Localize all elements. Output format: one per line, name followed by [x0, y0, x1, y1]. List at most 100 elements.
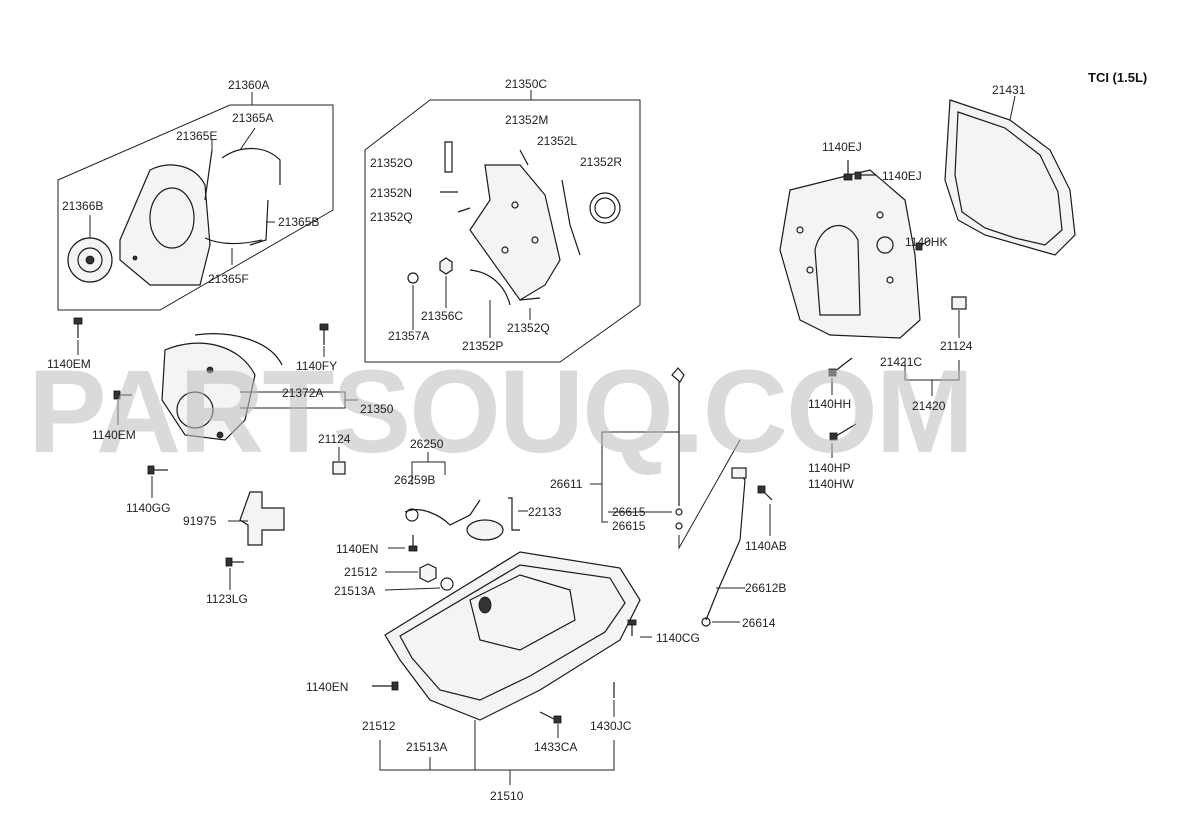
- label-21360A[interactable]: 21360A: [228, 78, 269, 92]
- label-1140EM-a[interactable]: 1140EM: [47, 357, 91, 371]
- label-1140EM-b[interactable]: 1140EM: [92, 428, 136, 442]
- label-1140CG[interactable]: 1140CG: [656, 631, 700, 645]
- label-21356C[interactable]: 21356C: [421, 309, 463, 323]
- label-21352R[interactable]: 21352R: [580, 155, 622, 169]
- label-22133[interactable]: 22133: [528, 505, 562, 519]
- dowel-21124-b[interactable]: [332, 461, 346, 475]
- label-26614[interactable]: 26614: [742, 616, 776, 630]
- gasket-26259B[interactable]: [405, 508, 419, 522]
- label-21352M[interactable]: 21352M: [505, 113, 548, 127]
- label-91975[interactable]: 91975: [183, 514, 217, 528]
- cover-21360A[interactable]: [119, 164, 211, 286]
- pin-21352Q[interactable]: [457, 207, 471, 213]
- label-26612B[interactable]: 26612B: [745, 581, 786, 595]
- label-1140EJ-b[interactable]: 1140EJ: [882, 169, 922, 183]
- washer-21357A[interactable]: [407, 272, 419, 284]
- label-21357A[interactable]: 21357A: [388, 329, 429, 343]
- bolt-1140HP[interactable]: [829, 423, 857, 441]
- label-21124-a[interactable]: 21124: [940, 339, 973, 353]
- label-21420[interactable]: 21420: [912, 399, 946, 413]
- label-21352O[interactable]: 21352O: [370, 156, 413, 170]
- bolt-1140EJ-a[interactable]: [843, 160, 853, 181]
- label-1140HW[interactable]: 1140HW: [808, 477, 854, 491]
- label-21366B[interactable]: 21366B: [62, 199, 103, 213]
- o-ring-26615-b[interactable]: [675, 522, 683, 530]
- bolt-1140HH[interactable]: [828, 357, 853, 377]
- oil-pan-21510[interactable]: [384, 551, 641, 721]
- pin-21352Q-lower[interactable]: [519, 297, 541, 301]
- label-26611[interactable]: 26611: [550, 477, 583, 491]
- label-21512-a[interactable]: 21512: [344, 565, 378, 579]
- gasket-21365F[interactable]: [204, 237, 263, 245]
- dipstick-handle[interactable]: [671, 367, 685, 383]
- dowel-21124[interactable]: [951, 296, 967, 310]
- bolt-1123LG[interactable]: [225, 557, 244, 567]
- label-1140EJ-a[interactable]: 1140EJ: [822, 140, 862, 154]
- label-21365B[interactable]: 21365B: [278, 215, 319, 229]
- o-ring-26614[interactable]: [701, 617, 711, 627]
- label-1140FY[interactable]: 1140FY: [296, 359, 337, 373]
- drain-plug-21512[interactable]: [419, 563, 437, 583]
- label-26615-b[interactable]: 26615: [612, 519, 646, 533]
- bolt-1433CA[interactable]: [539, 711, 562, 724]
- label-21365E[interactable]: 21365E: [176, 129, 217, 143]
- label-21350[interactable]: 21350: [360, 402, 394, 416]
- cover-21350[interactable]: [161, 342, 256, 441]
- bolt-1140EM-b[interactable]: [113, 390, 132, 400]
- adapter-21421C[interactable]: [779, 169, 921, 339]
- pin-21352O[interactable]: [444, 141, 453, 173]
- gasket-21431[interactable]: [944, 99, 1076, 256]
- label-1140HH[interactable]: 1140HH: [808, 397, 851, 411]
- label-26259B[interactable]: 26259B: [394, 473, 435, 487]
- gasket-21372A[interactable]: [194, 333, 283, 366]
- label-21513A-b[interactable]: 21513A: [406, 740, 447, 754]
- nut-21356C[interactable]: [439, 257, 453, 275]
- gasket-21365E[interactable]: [204, 149, 213, 201]
- guide-21352L[interactable]: [561, 179, 581, 256]
- oil-seal-21352R[interactable]: [589, 192, 621, 224]
- label-1433CA[interactable]: 1433CA: [534, 740, 577, 754]
- label-26615-a[interactable]: 26615: [612, 505, 646, 519]
- bolt-1140GG[interactable]: [147, 465, 168, 475]
- label-21513A-a[interactable]: 21513A: [334, 584, 375, 598]
- label-26250[interactable]: 26250: [410, 437, 444, 451]
- label-1140GG[interactable]: 1140GG: [126, 501, 170, 515]
- gasket-21365B[interactable]: [249, 199, 269, 246]
- label-21352P[interactable]: 21352P: [462, 339, 503, 353]
- guide-21352P[interactable]: [469, 269, 511, 306]
- bolt-1140AB[interactable]: [757, 485, 773, 501]
- bolt-1140EM-a[interactable]: [73, 317, 83, 338]
- cover-21350C[interactable]: [469, 164, 561, 301]
- bolt-1140EJ-b[interactable]: [854, 171, 876, 180]
- bolt-1140EN-a[interactable]: [408, 535, 418, 552]
- guide-tube-26612B[interactable]: [705, 471, 746, 621]
- label-21352Q-a[interactable]: 21352Q: [370, 210, 413, 224]
- label-1140HP[interactable]: 1140HP: [808, 461, 850, 475]
- label-21421C[interactable]: 21421C: [880, 355, 922, 369]
- label-1140EN-b[interactable]: 1140EN: [306, 680, 348, 694]
- label-21512-b[interactable]: 21512: [362, 719, 396, 733]
- o-ring-26615-a[interactable]: [675, 508, 683, 516]
- bolt-1140HK[interactable]: [915, 239, 931, 251]
- gasket-21365A[interactable]: [221, 147, 281, 185]
- label-21352N[interactable]: 21352N: [370, 186, 412, 200]
- bolt-1140FY[interactable]: [319, 323, 329, 345]
- bolt-1140EN-b[interactable]: [372, 681, 399, 691]
- bolt-1140CG[interactable]: [627, 619, 637, 636]
- label-21350C[interactable]: 21350C: [505, 77, 547, 91]
- gasket-21513A[interactable]: [440, 577, 454, 591]
- strainer-26250[interactable]: [404, 499, 481, 526]
- label-21352Q-b[interactable]: 21352Q: [507, 321, 550, 335]
- bracket-91975[interactable]: [239, 491, 285, 546]
- label-21124-b[interactable]: 21124: [318, 432, 351, 446]
- label-1140HK[interactable]: 1140HK: [905, 235, 947, 249]
- label-21431[interactable]: 21431: [992, 83, 1026, 97]
- label-21372A[interactable]: 21372A: [282, 386, 323, 400]
- label-21352L[interactable]: 21352L: [537, 134, 577, 148]
- label-1123LG[interactable]: 1123LG: [206, 592, 248, 606]
- label-21365F[interactable]: 21365F: [208, 272, 249, 286]
- label-21510[interactable]: 21510: [490, 789, 524, 803]
- label-1140AB[interactable]: 1140AB: [745, 539, 787, 553]
- pipe-22133[interactable]: [508, 497, 520, 531]
- label-21365A[interactable]: 21365A: [232, 111, 273, 125]
